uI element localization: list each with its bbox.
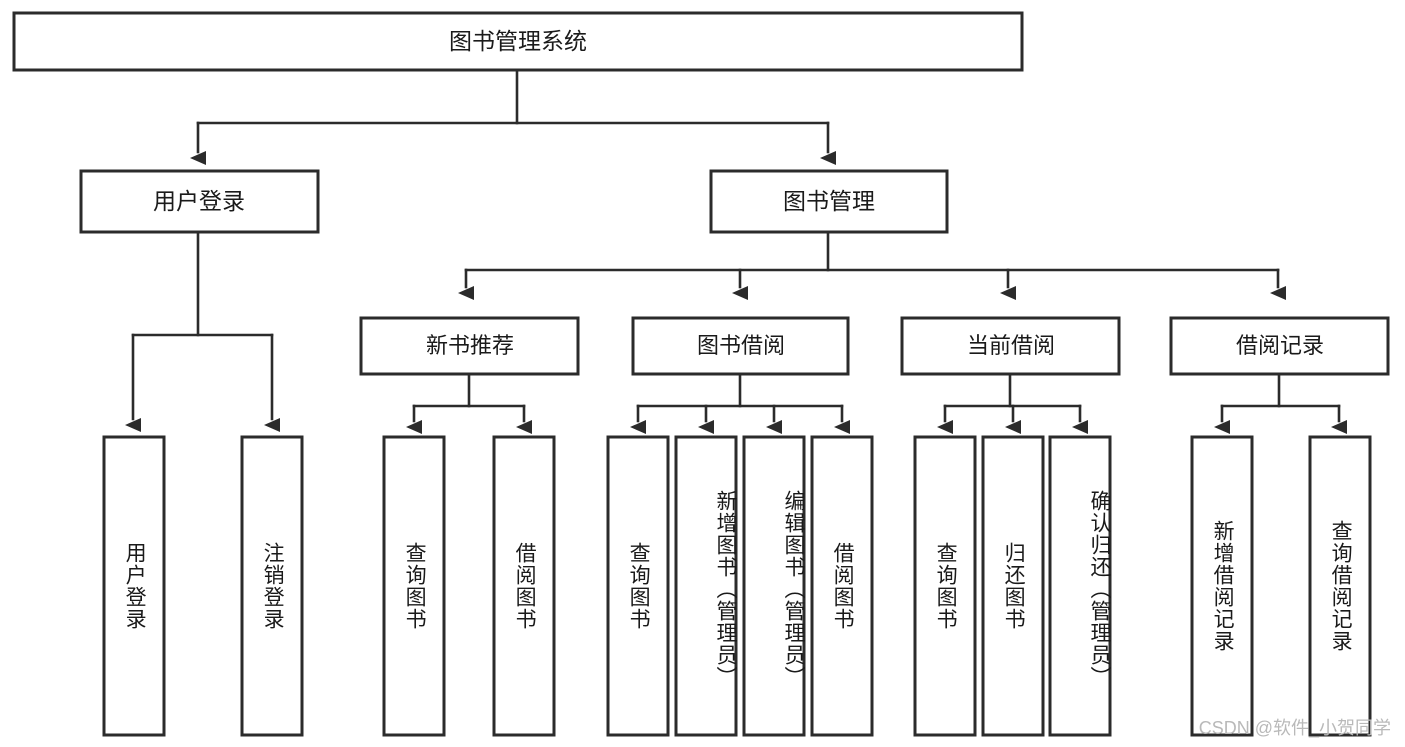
node-leaf-query-book-1[interactable]: [382, 435, 446, 737]
node-leaf-query-book-3[interactable]: [913, 435, 977, 737]
node-user-login[interactable]: 用户登录: [79, 169, 320, 234]
node-leaf-query-book-2[interactable]: [606, 435, 670, 737]
node-leaf-borrow-book-2[interactable]: [810, 435, 874, 737]
node-borrow-record-label: 借阅记录: [1236, 333, 1324, 358]
node-leaf-borrow-book-1[interactable]: [492, 435, 556, 737]
node-leaf-logout[interactable]: [240, 435, 304, 737]
node-current-borrow[interactable]: 当前借阅: [900, 316, 1121, 376]
connector-new-book-recommend-to-leaves: [406, 372, 532, 434]
node-new-book-recommend[interactable]: 新书推荐: [359, 316, 580, 376]
node-leaf-confirm-return[interactable]: [1048, 435, 1112, 737]
connector-borrow-record-to-leaves: [1214, 372, 1347, 434]
node-leaf-user-login[interactable]: [102, 435, 166, 737]
connector-current-borrow-to-leaves: [937, 372, 1088, 434]
node-leaf-add-book[interactable]: [674, 435, 738, 737]
node-leaf-edit-book[interactable]: [742, 435, 806, 737]
node-new-book-recommend-label: 新书推荐: [426, 333, 514, 358]
node-root[interactable]: 图书管理系统: [12, 11, 1024, 72]
node-book-borrow-label: 图书借阅: [697, 333, 785, 358]
node-book-borrow[interactable]: 图书借阅: [631, 316, 850, 376]
node-book-manage[interactable]: 图书管理: [709, 169, 949, 234]
connector-root-to-level1: [190, 68, 836, 165]
node-root-label: 图书管理系统: [449, 28, 587, 54]
node-leaf-query-record[interactable]: [1308, 435, 1372, 737]
node-borrow-record[interactable]: 借阅记录: [1169, 316, 1390, 376]
node-book-manage-label: 图书管理: [783, 188, 875, 214]
csdn-watermark: CSDN @软件_小贺同学: [1198, 718, 1391, 738]
node-user-login-label: 用户登录: [153, 188, 245, 214]
connector-book-manage-to-level2: [458, 230, 1286, 300]
connector-user-login-to-leaves: [125, 230, 280, 432]
node-current-borrow-label: 当前借阅: [967, 333, 1055, 358]
connector-book-borrow-to-leaves: [630, 372, 850, 434]
node-leaf-return-book[interactable]: [981, 435, 1045, 737]
node-leaf-add-record[interactable]: [1190, 435, 1254, 737]
